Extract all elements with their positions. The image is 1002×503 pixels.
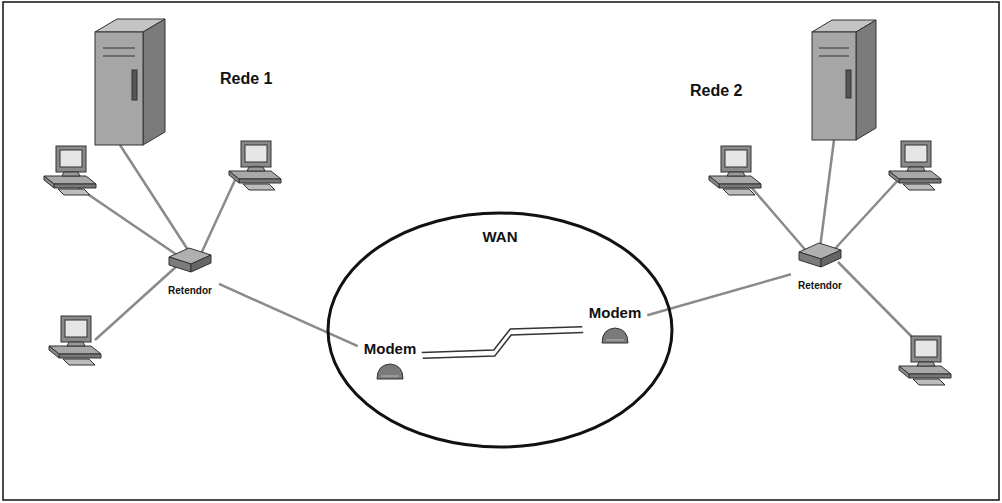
- modem-icon: [600, 325, 630, 345]
- lan-wire: [200, 180, 235, 256]
- device-label: Modem: [589, 304, 642, 322]
- device-label: Retendor: [168, 285, 212, 297]
- wan-title-box: WAN: [325, 228, 675, 246]
- lan-wire: [120, 145, 188, 250]
- server-tower: [819, 56, 849, 57]
- connector-line: [422, 327, 583, 353]
- modem-node: Modem: [585, 302, 646, 347]
- lan-wire: [745, 180, 808, 253]
- network-name: Rede 2: [690, 82, 742, 100]
- wan-region: WANModemModem: [325, 210, 675, 450]
- lan-wire: [832, 178, 900, 252]
- modem-node: Modem: [360, 338, 421, 383]
- hub-node: Retendor: [163, 243, 217, 299]
- lan-wire: [95, 265, 178, 340]
- hub-icon: [167, 245, 213, 275]
- server-tower: [132, 70, 137, 100]
- device-label: Modem: [364, 340, 417, 358]
- connector-line: [423, 333, 584, 359]
- hub-icon: [797, 240, 843, 270]
- lan-wire: [70, 140, 915, 340]
- server-tower: [95, 32, 143, 145]
- server-tower: [103, 56, 135, 57]
- workstation: [44, 141, 951, 385]
- picture-frame: [3, 2, 999, 500]
- workstation: [889, 141, 941, 190]
- lan-wire: [820, 140, 834, 248]
- lan-wire: [838, 262, 915, 340]
- modem-icon: [375, 361, 405, 381]
- workstation: [229, 141, 281, 190]
- workstation: [899, 336, 951, 385]
- workstation: [49, 316, 101, 365]
- workstation: [44, 146, 96, 195]
- device-label: Retendor: [798, 280, 842, 292]
- server-tower: [819, 48, 849, 49]
- server-tower: [846, 70, 851, 98]
- server-tower: [812, 20, 876, 140]
- network-name: Rede 1: [220, 70, 272, 88]
- server-tower: [95, 19, 165, 145]
- server-tower: [143, 19, 165, 145]
- server-tower: [856, 20, 876, 140]
- wan-link: [422, 327, 583, 359]
- network-title: WAN: [483, 228, 518, 245]
- workstation: [709, 146, 761, 195]
- server-tower: [103, 48, 135, 49]
- hub-node: Retendor: [793, 238, 847, 294]
- server-tower: [812, 32, 856, 140]
